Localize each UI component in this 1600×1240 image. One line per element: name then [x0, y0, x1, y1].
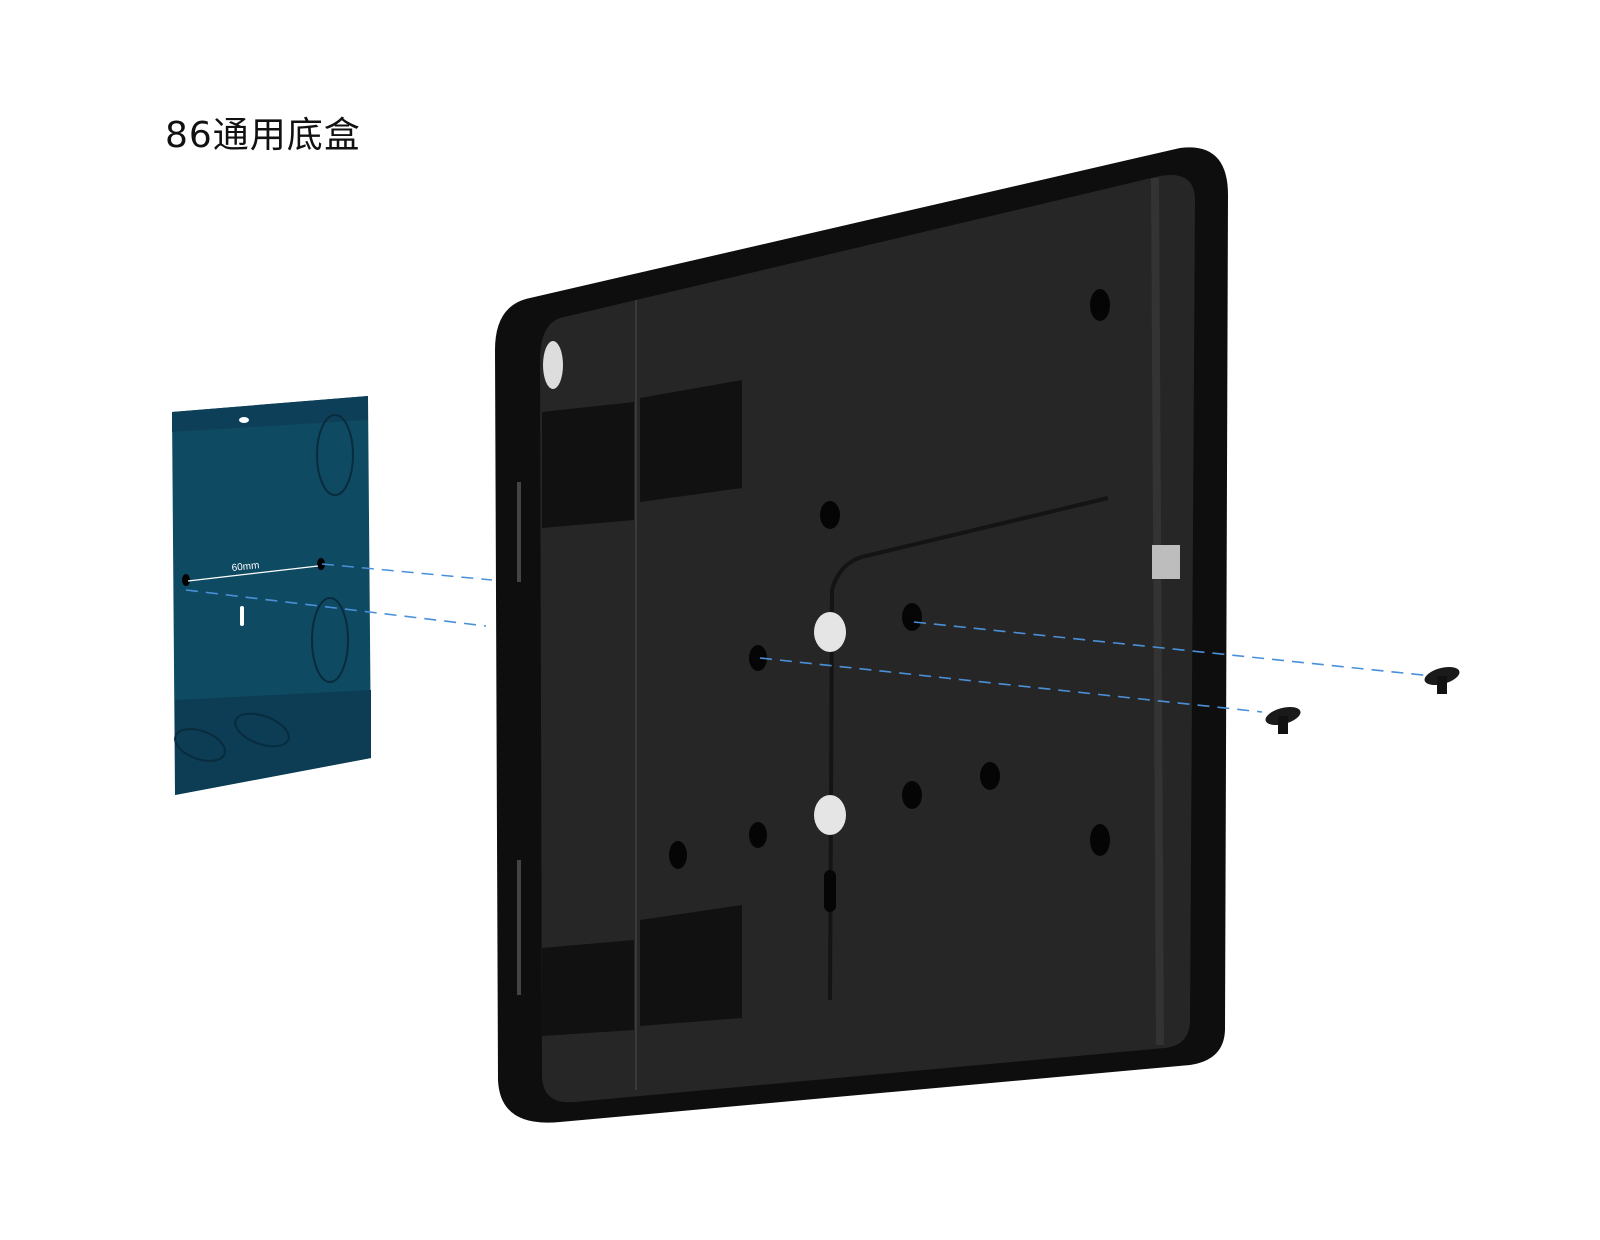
mounting-holes: [669, 289, 1110, 912]
alignment-guides: [185, 563, 1433, 713]
screw: [1265, 706, 1301, 734]
mounting-plate: [495, 147, 1228, 1123]
page-title: 86通用底盒: [165, 115, 361, 156]
screw: [1424, 666, 1460, 694]
dimension-label: 60mm: [231, 560, 260, 574]
junction-box: 60mm: [172, 396, 371, 795]
